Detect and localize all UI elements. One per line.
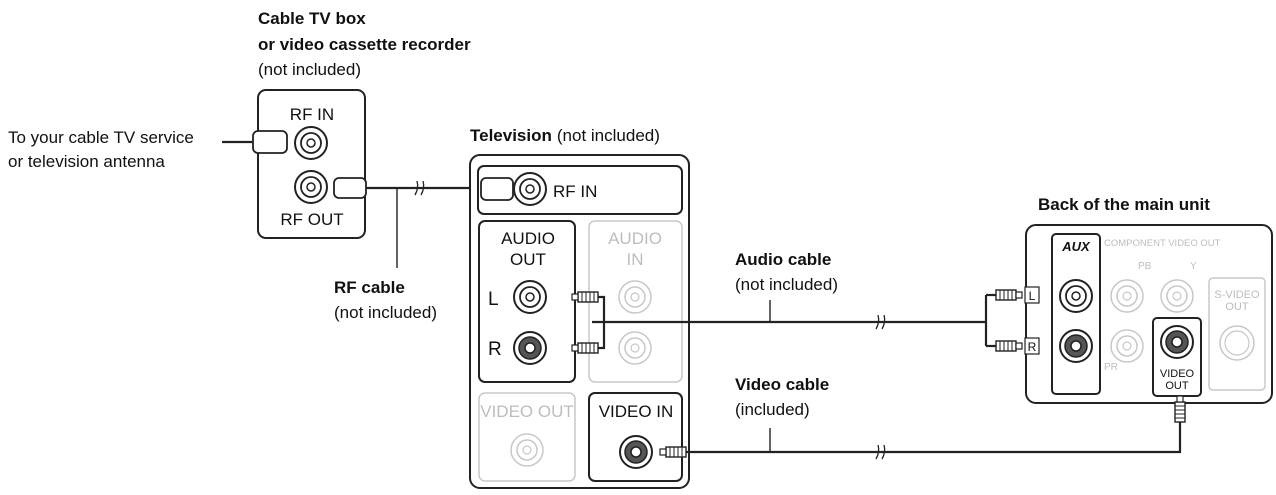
rf-cable-title: RF cable — [334, 278, 405, 297]
unit-audio-l-plug — [995, 289, 1023, 301]
tv-audio-in-l-jack — [618, 280, 652, 314]
plug-r-tag — [1024, 337, 1040, 355]
s-video-out-line2: OUT — [1225, 301, 1249, 313]
tv-audio-l-label: L — [488, 289, 499, 310]
tv-audio-r-plug — [571, 342, 599, 354]
tv-audio-in-line1: AUDIO — [608, 229, 662, 248]
cable-box-title-line2: or video cassette recorder — [258, 35, 471, 54]
tv-video-in-label: VIDEO IN — [599, 402, 674, 421]
tv-rf-in-jack — [513, 172, 547, 206]
tv-audio-out-line2: OUT — [510, 250, 546, 269]
pr-jack — [1110, 329, 1144, 363]
component-video-out-label: COMPONENT VIDEO OUT — [1104, 238, 1221, 249]
tv-audio-in-line2: IN — [627, 250, 644, 269]
pr-label: PR — [1104, 362, 1118, 373]
cable-box-rf-in-jack — [294, 126, 328, 160]
plug-l-tag — [1024, 286, 1040, 304]
tv-audio-out-line1: AUDIO — [501, 229, 555, 248]
tv-video-out-jack — [510, 433, 544, 467]
s-video-out-line1: S-VIDEO — [1214, 289, 1260, 301]
video-cable — [686, 422, 1182, 454]
video-cable-title: Video cable — [735, 375, 829, 394]
tv-rf-in-label: RF IN — [553, 182, 597, 201]
cable-box-rf-in-label: RF IN — [290, 105, 334, 124]
cable-box-rf-out-label: RF OUT — [280, 210, 343, 229]
pb-jack — [1110, 279, 1144, 313]
source-line2: or television antenna — [8, 152, 165, 171]
unit-audio-r-plug — [995, 340, 1023, 352]
aux-label: AUX — [1061, 239, 1091, 254]
y-jack — [1160, 279, 1194, 313]
video-out-jack — [1160, 325, 1194, 359]
television-title: Television — [470, 126, 552, 145]
antenna-plug — [252, 130, 288, 154]
plug-l-label: L — [1029, 289, 1036, 303]
pb-label: PB — [1138, 261, 1152, 272]
video-out-line2: OUT — [1165, 380, 1189, 392]
tv-audio-in-r-jack — [618, 331, 652, 365]
audio-cable-note: (not included) — [735, 275, 838, 294]
main-unit-title: Back of the main unit — [1038, 195, 1210, 214]
video-out-line1: VIDEO — [1160, 368, 1195, 380]
tv-video-plug — [659, 446, 687, 458]
cable-box-title-line1: Cable TV box — [258, 9, 366, 28]
video-cable-note: (included) — [735, 400, 810, 419]
television-note: (not included) — [557, 126, 660, 145]
tv-audio-r-label: R — [488, 339, 502, 360]
tv-audio-out-l-jack — [513, 280, 547, 314]
s-video-jack-inner — [1224, 330, 1250, 356]
y-label: Y — [1190, 261, 1197, 272]
tv-video-out-label: VIDEO OUT — [480, 402, 574, 421]
tv-rf-plug — [480, 177, 514, 201]
cable-box — [257, 89, 366, 239]
aux-section — [1051, 233, 1101, 395]
television-heading: Television (not included) — [470, 126, 660, 145]
tv-audio-out-r-jack — [513, 331, 547, 365]
rf-cable-note: (not included) — [334, 303, 437, 322]
tv-video-in-jack — [619, 435, 653, 469]
plug-r-label: R — [1028, 340, 1037, 354]
cable-box-rf-out-jack — [294, 170, 328, 204]
aux-l-jack — [1059, 279, 1093, 313]
unit-video-plug — [1174, 395, 1186, 423]
audio-cable-title: Audio cable — [735, 250, 831, 269]
aux-r-jack — [1059, 329, 1093, 363]
source-line1: To your cable TV service — [8, 128, 194, 147]
tv-audio-l-plug — [571, 291, 599, 303]
rf-out-plug — [333, 177, 367, 199]
cable-box-note: (not included) — [258, 60, 361, 79]
